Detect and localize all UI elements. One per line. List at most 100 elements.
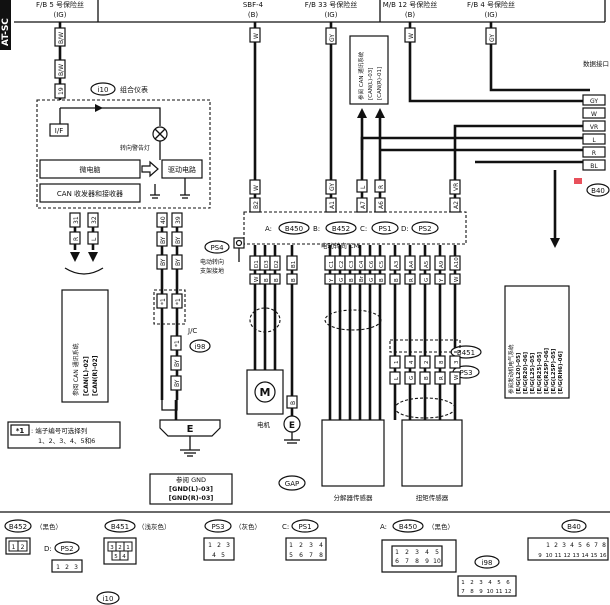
svg-text:[E/G(L25P)-05]: [E/G(L25P)-05]: [551, 348, 557, 394]
svg-text:[E/G(R25)-05]: [E/G(R25)-05]: [537, 351, 543, 394]
combination-meter: i10 组合仪表 19 I/F 转向警告灯 微电脑 驱动电路 CAN 收发器和接…: [36, 82, 211, 247]
svg-text:（灰色）: （灰色）: [235, 522, 261, 531]
side-tab-label: AT-SC: [1, 18, 11, 46]
svg-text:12: 12: [505, 589, 512, 595]
fuse-3-type: (IG): [325, 11, 338, 19]
svg-text:A1: A1: [329, 201, 336, 209]
svg-text:*1: *1: [160, 298, 167, 305]
svg-text:R: R: [439, 376, 445, 380]
ground-letter: E: [187, 424, 194, 435]
svg-text:B40: B40: [567, 523, 581, 531]
svg-text:1: 1: [56, 564, 60, 571]
svg-text:BY: BY: [160, 258, 167, 266]
svg-text:8: 8: [439, 360, 445, 364]
jc-code: i98: [195, 343, 206, 351]
svg-text:9: 9: [538, 553, 542, 559]
svg-text:GY: GY: [590, 98, 598, 105]
svg-text:5: 5: [497, 580, 501, 586]
svg-text:B: B: [424, 376, 430, 380]
svg-text:D2: D2: [274, 260, 280, 268]
svg-text:8: 8: [415, 558, 419, 565]
gap-ground: B E GAP: [278, 395, 306, 491]
svg-text:B451: B451: [111, 523, 129, 531]
svg-text:A4: A4: [409, 260, 415, 268]
fuse-1-type: (IG): [54, 11, 67, 19]
meter-can-label: CAN 收发器和接收器: [57, 189, 123, 198]
svg-text:*1: *1: [174, 340, 181, 347]
svg-text:A6: A6: [378, 201, 385, 209]
svg-text:5: 5: [435, 549, 439, 556]
meter-if-label: I/F: [55, 127, 63, 135]
svg-text:4: 4: [425, 549, 429, 556]
ground-e: E 参阅 GND [GND(L)-03] [GND(R)-03]: [149, 419, 233, 505]
svg-text:D:: D:: [44, 545, 52, 553]
svg-text:3: 3: [226, 542, 230, 549]
svg-text:3: 3: [309, 542, 313, 549]
svg-text:2: 2: [554, 542, 558, 549]
svg-text:i10: i10: [103, 595, 114, 603]
svg-text:参阅 GND: 参阅 GND: [176, 475, 206, 484]
motor: M 电机: [246, 307, 284, 429]
wire-color-fuse4: W: [408, 33, 415, 39]
svg-text:B452: B452: [9, 523, 27, 531]
svg-text:参阅发动机电气系统: 参阅发动机电气系统: [507, 344, 515, 394]
wire-color-labels: B/W W GY W GY B/W: [54, 27, 497, 79]
svg-text:A:: A:: [265, 225, 272, 233]
svg-text:W: W: [454, 276, 460, 282]
svg-text:R: R: [409, 278, 415, 282]
svg-text:B: B: [394, 278, 400, 282]
meter-drive-label: 驱动电路: [168, 165, 196, 174]
connector-b452: B452 （黑色） 1 2: [4, 519, 62, 555]
svg-text:3: 3: [562, 542, 566, 549]
svg-text:PS3: PS3: [211, 523, 224, 531]
svg-text:BY: BY: [175, 236, 182, 244]
svg-text:6: 6: [395, 558, 399, 565]
svg-text:6: 6: [299, 552, 303, 559]
svg-text:10: 10: [433, 558, 441, 565]
svg-text:B: B: [264, 278, 270, 282]
svg-text:A10: A10: [454, 257, 460, 268]
svg-text:B: B: [274, 278, 280, 282]
svg-text:11: 11: [555, 553, 562, 559]
svg-text:1: 1: [546, 542, 550, 549]
svg-text:9: 9: [425, 558, 429, 565]
wire-color-fuse3: GY: [329, 34, 336, 42]
svg-text:7: 7: [594, 542, 598, 549]
svg-text:（浅灰色）: （浅灰色）: [138, 522, 171, 531]
svg-text:G: G: [424, 278, 430, 282]
svg-text:14: 14: [582, 553, 589, 559]
fuse-3-name: F/B 33 号保险丝: [305, 0, 358, 9]
data-link-label: 数据接口: [583, 59, 609, 68]
svg-text:[GND(L)-03]: [GND(L)-03]: [169, 485, 213, 493]
svg-text:电机: 电机: [257, 420, 271, 429]
can-reference-left: 参阅 CAN 通讯系统 [CAN(L)-02] [CAN(R)-02]: [61, 289, 109, 403]
svg-text:i98: i98: [482, 559, 493, 567]
svg-text:4: 4: [122, 554, 126, 560]
wire-color-fuse2: W: [253, 33, 260, 39]
fuse-5-type: (IG): [485, 11, 498, 19]
svg-text:C:: C:: [360, 225, 367, 233]
svg-text:GY: GY: [329, 183, 336, 191]
connector-b40: B40 1 2 3 4 5 6 7 8 9 10 11 12 13 14 15 …: [527, 519, 609, 561]
svg-text:A7: A7: [360, 201, 367, 209]
svg-text:8: 8: [319, 552, 323, 559]
svg-text:[GND(R)-03]: [GND(R)-03]: [169, 494, 214, 502]
arrows: [55, 90, 560, 275]
svg-text:[CAN(R)-01]: [CAN(R)-01]: [377, 67, 383, 100]
svg-text:3: 3: [110, 545, 114, 551]
svg-text:*1: *1: [175, 298, 182, 305]
svg-text:: 端子编号可选择列: : 端子编号可选择列: [31, 426, 87, 435]
svg-text:D1: D1: [254, 260, 260, 268]
svg-text:5: 5: [289, 552, 293, 559]
svg-text:9: 9: [479, 589, 483, 595]
svg-text:GAP: GAP: [285, 480, 299, 488]
svg-text:扭矩传感器: 扭矩传感器: [416, 493, 449, 502]
svg-text:Br: Br: [359, 275, 365, 282]
side-tab: [0, 0, 11, 50]
svg-text:13: 13: [573, 553, 580, 559]
svg-text:1: 1: [289, 542, 293, 549]
svg-text:2: 2: [21, 544, 25, 551]
svg-text:7: 7: [309, 552, 313, 559]
svg-text:C4: C4: [359, 260, 365, 268]
svg-text:3: 3: [74, 564, 78, 571]
